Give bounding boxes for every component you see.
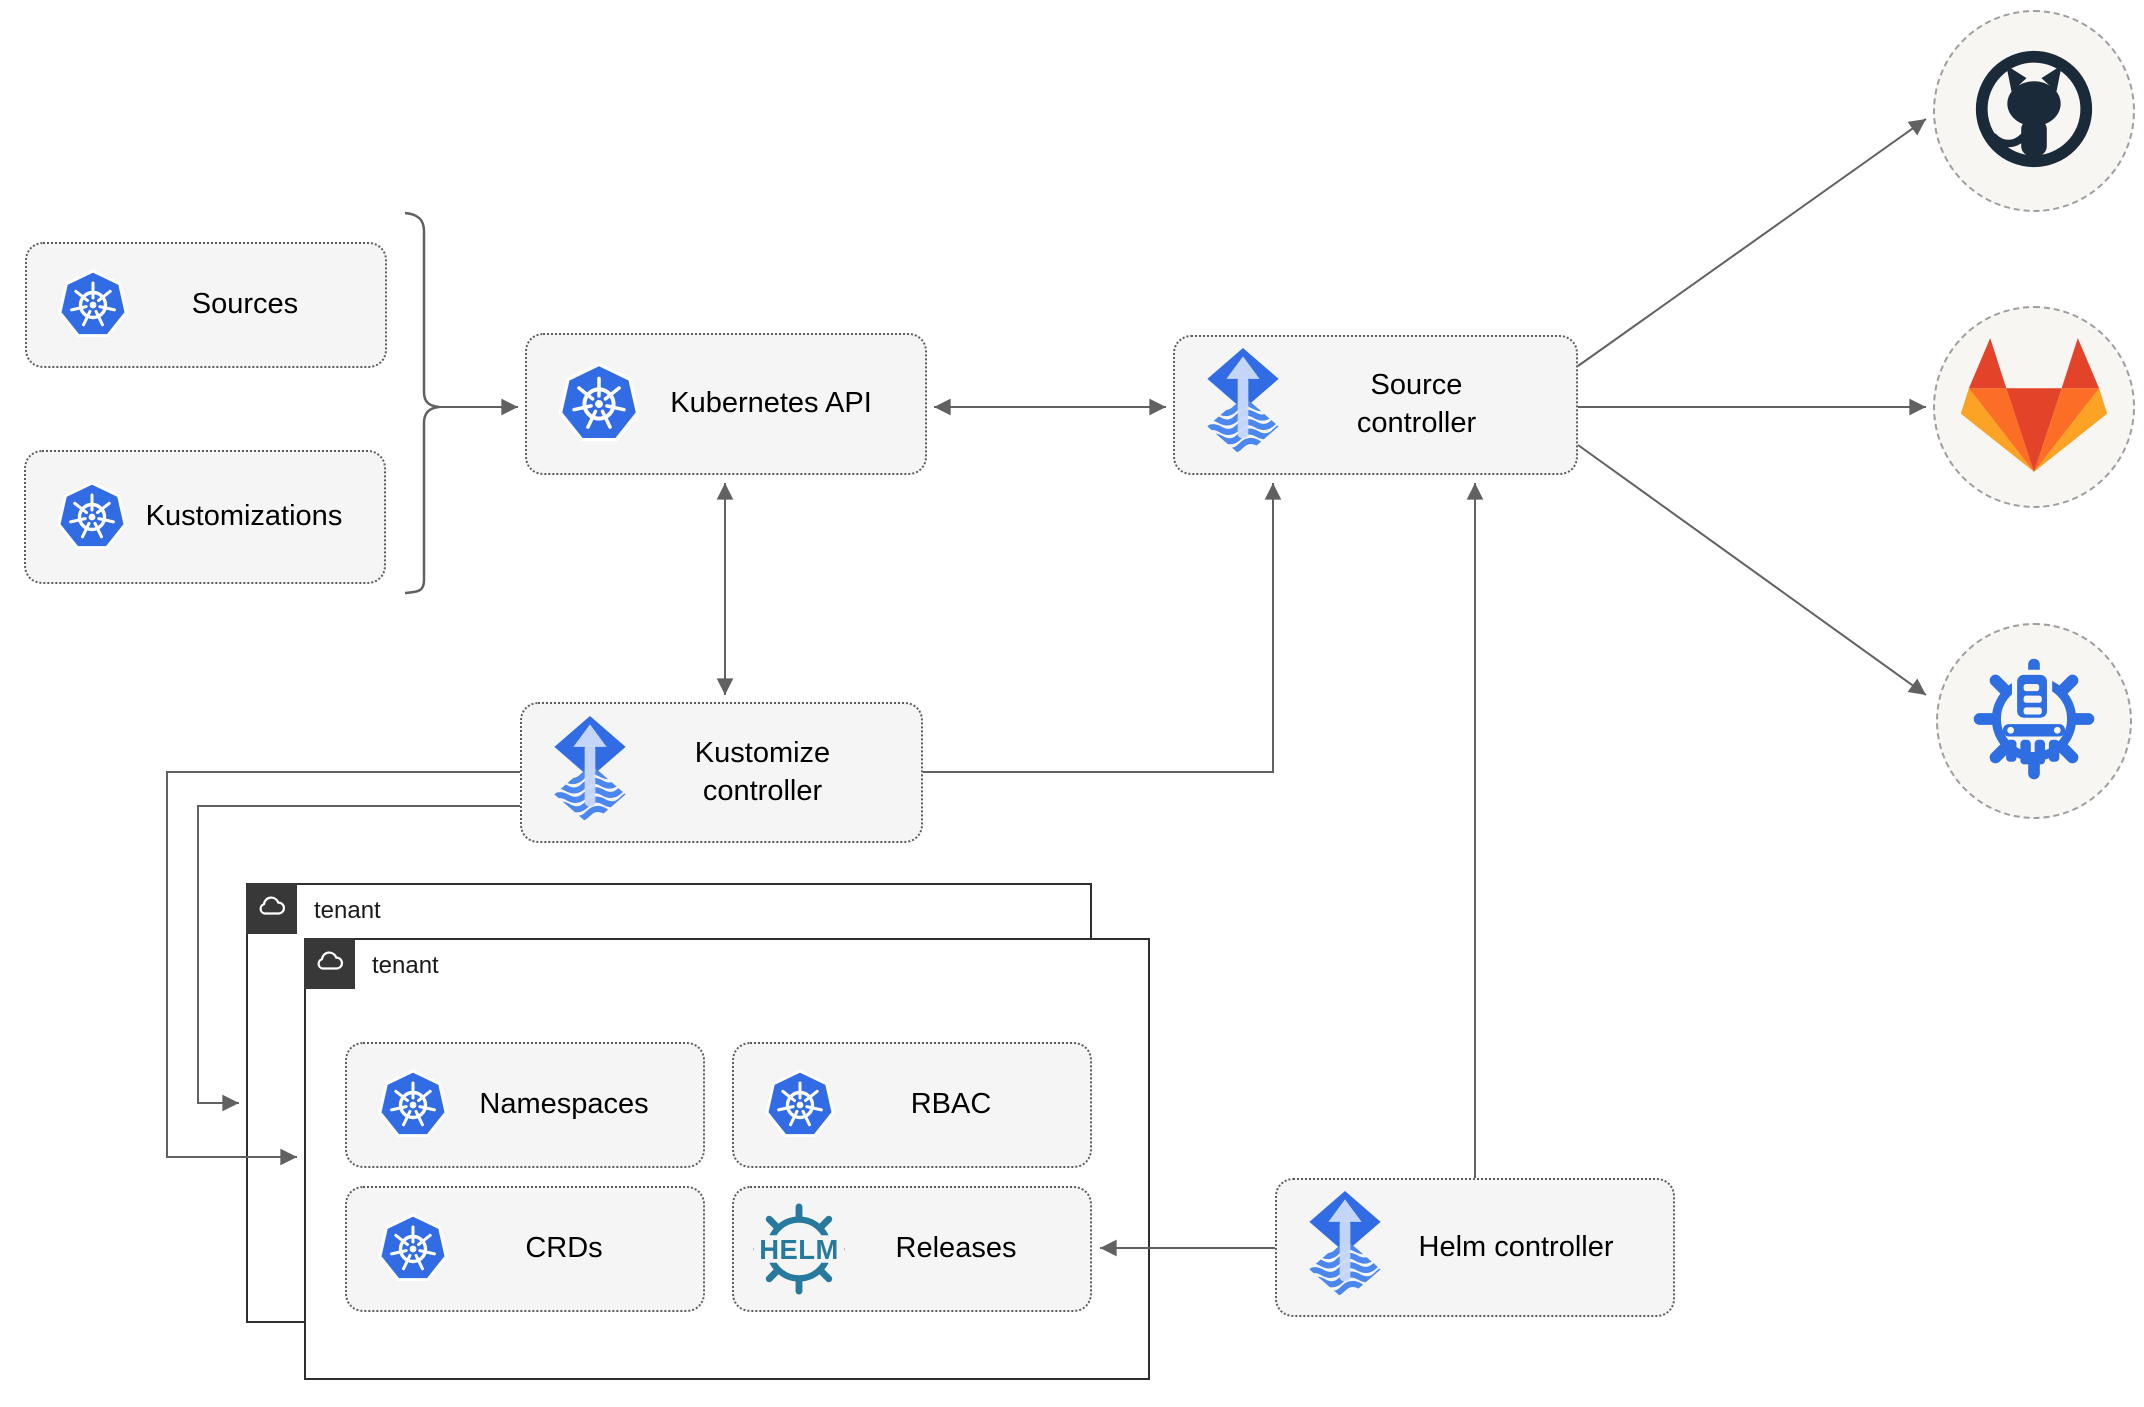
cloud-icon (315, 948, 345, 979)
node-namespaces: Namespaces (345, 1042, 705, 1168)
edge-source-controller-to-github (1577, 118, 1927, 367)
node-label: Sources (191, 288, 299, 321)
edge-source-controller-to-registry (1577, 444, 1927, 696)
kubernetes-icon (377, 1069, 449, 1141)
gitlab-icon (1960, 337, 2108, 478)
node-label: Source controller (1356, 369, 1477, 439)
container-registry-icon (1966, 649, 2102, 794)
kubernetes-icon (764, 1069, 836, 1141)
node-label: RBAC (910, 1088, 992, 1121)
cloud-icon (257, 893, 287, 924)
node-helm-controller: Helm controller (1275, 1178, 1675, 1317)
node-label: Namespaces (479, 1088, 649, 1121)
edge-bracket-sources-kustomizations (404, 211, 440, 595)
node-source-controller: Source controller (1173, 335, 1578, 475)
kubernetes-icon (57, 269, 129, 341)
node-releases: HELM Releases (732, 1186, 1092, 1312)
node-label: Releases (895, 1232, 1017, 1265)
node-kustomize-controller: Kustomize controller (520, 702, 923, 843)
node-label: Kustomize controller (694, 736, 831, 807)
flux-icon (1205, 348, 1281, 462)
node-label: Kustomizations (145, 500, 343, 533)
node-label: Helm controller (1418, 1230, 1614, 1263)
endpoint-gitlab (1933, 306, 2135, 508)
flux-icon (1307, 1191, 1383, 1305)
node-kustomizations: Kustomizations (24, 450, 386, 584)
github-icon (1970, 45, 2098, 178)
node-label: Kubernetes API (670, 387, 872, 420)
node-kubernetes-api: Kubernetes API (525, 333, 927, 475)
endpoint-github (1933, 10, 2135, 212)
node-crds: CRDs (345, 1186, 705, 1312)
kubernetes-icon (377, 1213, 449, 1285)
tenant-label: tenant (372, 952, 439, 979)
edge-kustomize-controller-to-source-controller (923, 483, 1282, 773)
tenant-tag (246, 883, 297, 934)
endpoint-registry (1936, 623, 2132, 819)
node-label: CRDs (525, 1232, 603, 1265)
helm-icon: HELM (752, 1202, 846, 1296)
flux-icon (552, 716, 628, 830)
tenant-tag (304, 938, 355, 989)
kubernetes-icon (56, 481, 128, 553)
helm-logo-text: HELM (759, 1234, 839, 1265)
node-rbac: RBAC (732, 1042, 1092, 1168)
kubernetes-icon (557, 362, 641, 446)
node-sources: Sources (25, 242, 387, 368)
tenant-label: tenant (314, 897, 381, 924)
